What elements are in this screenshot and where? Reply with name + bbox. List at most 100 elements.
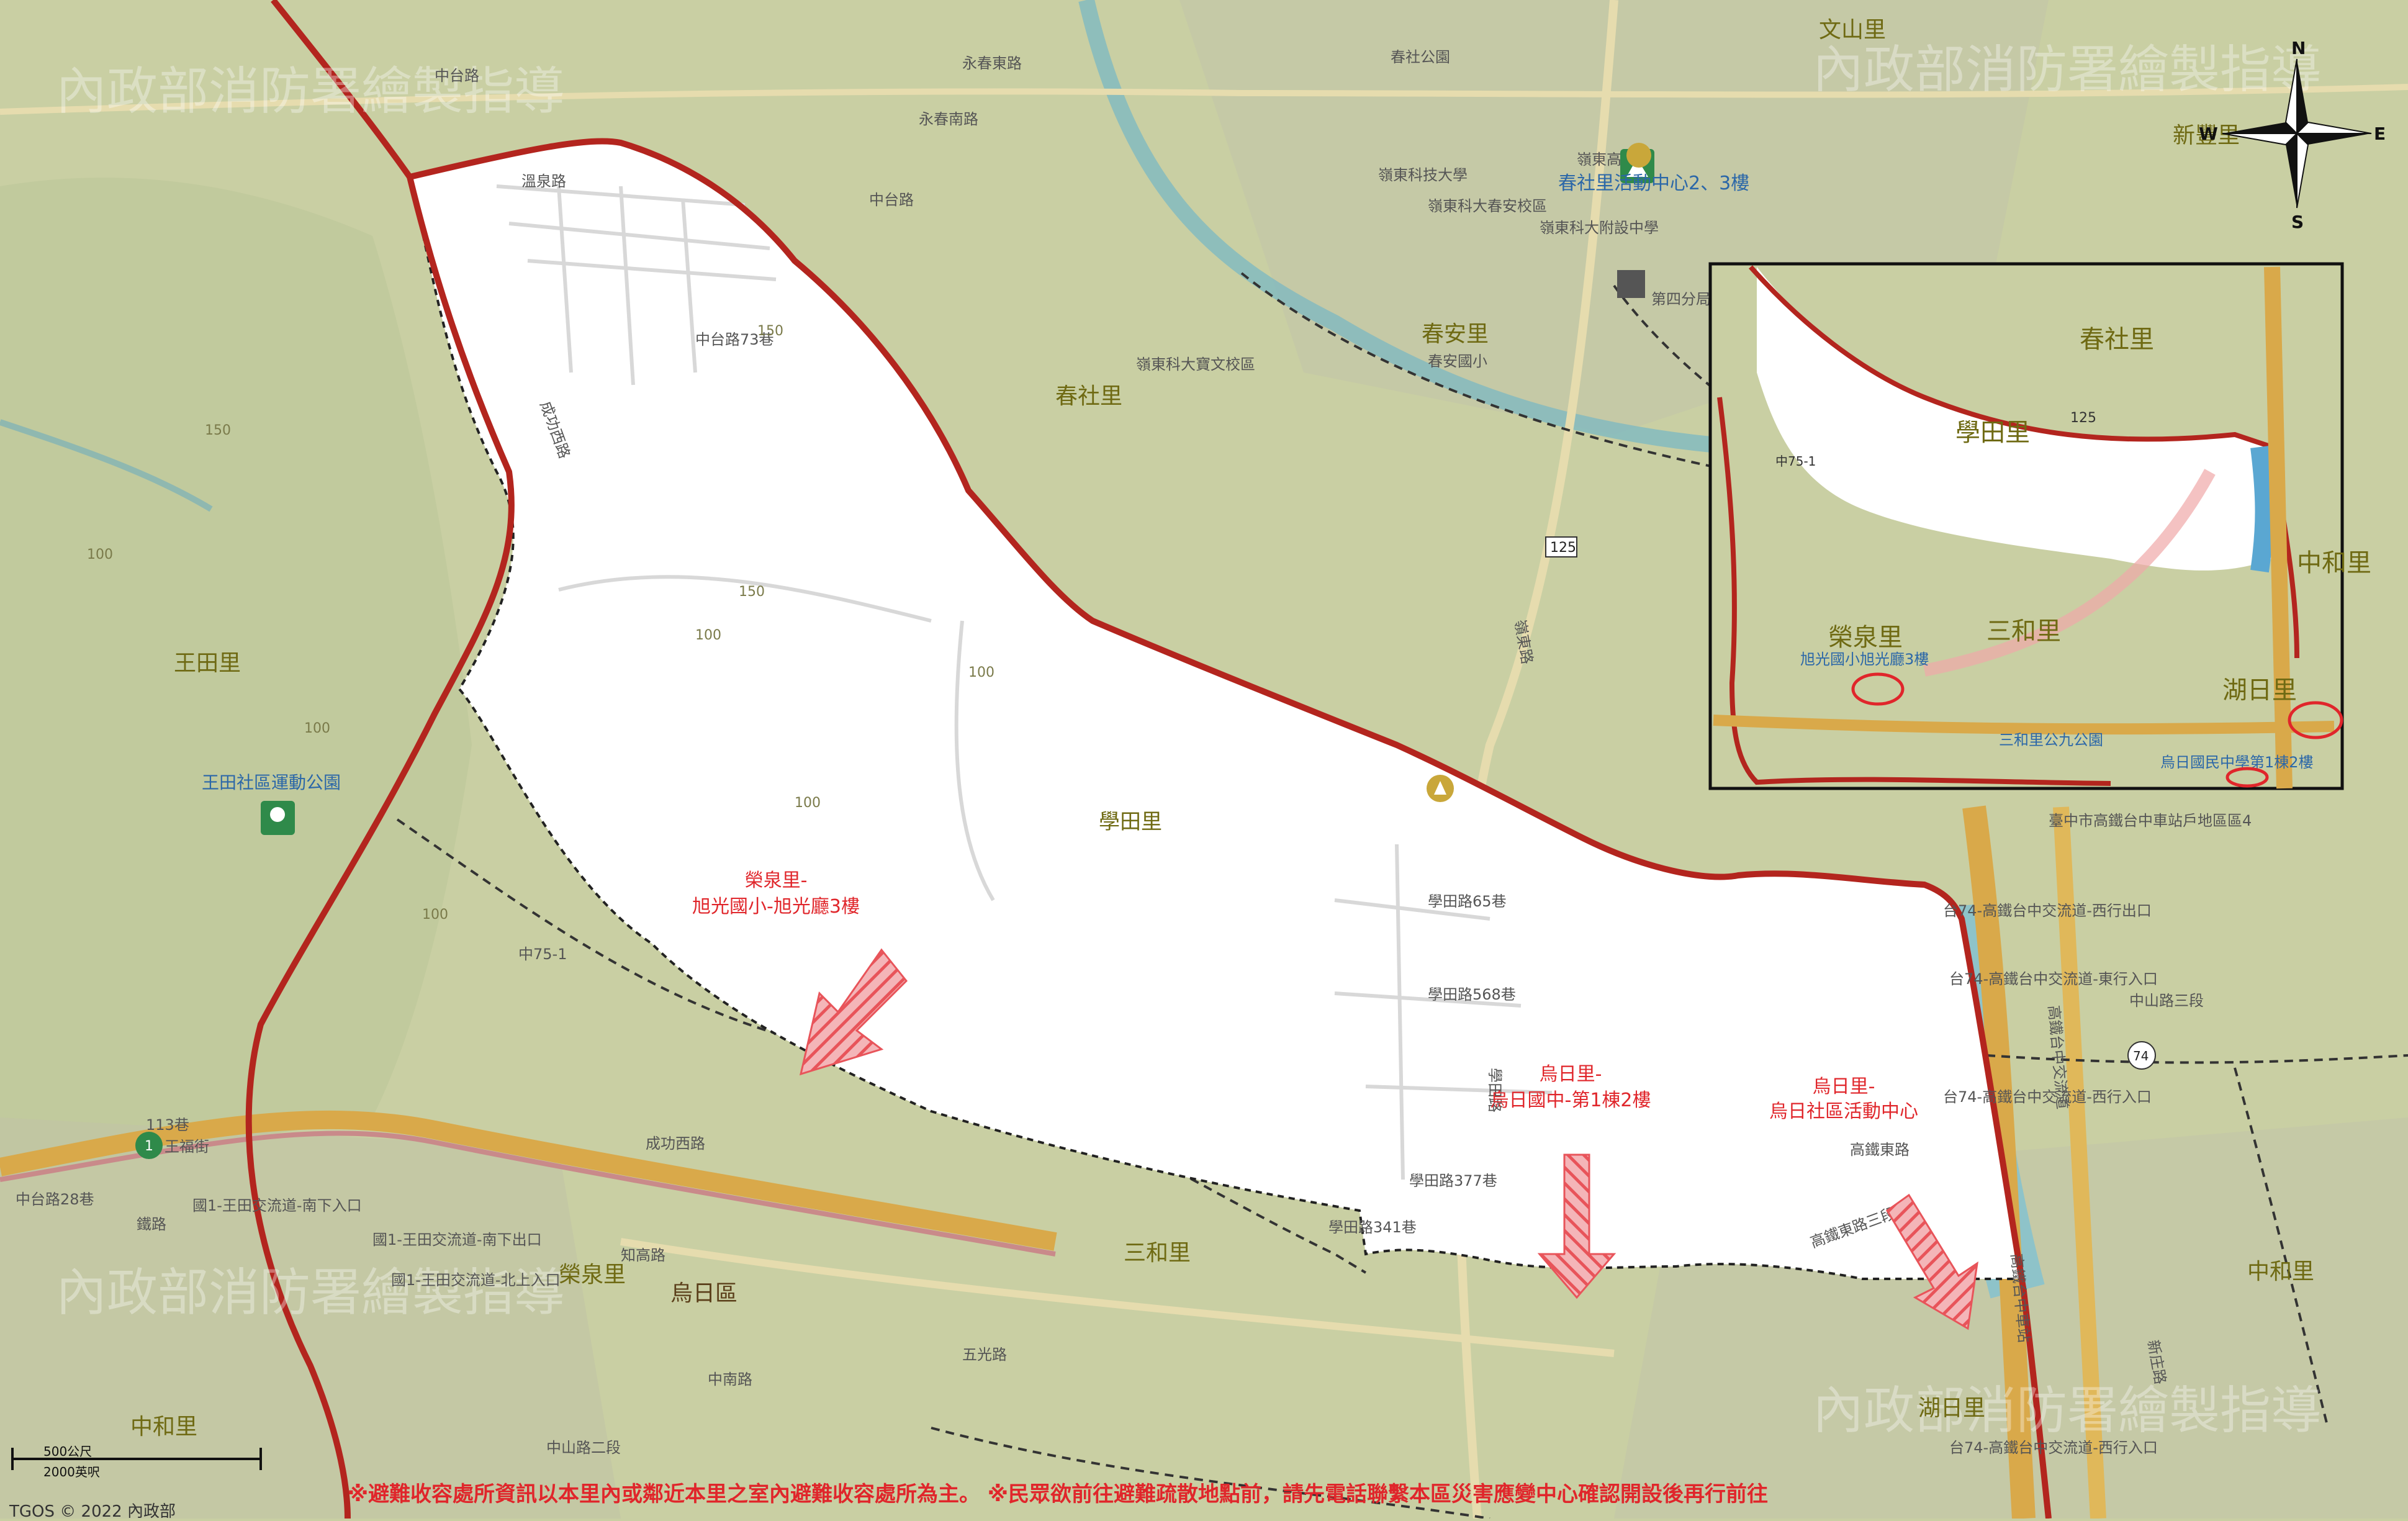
svg-text:烏日里-: 烏日里- <box>1813 1076 1875 1098</box>
road-label: 臺中市高鐵台中車站戶地區區4 <box>2049 812 2252 829</box>
label-district: 烏日區 <box>670 1281 737 1306</box>
label-rongquan: 榮泉里 <box>559 1262 626 1288</box>
inset-label-sanhe: 三和里 <box>1986 617 2061 646</box>
road-label: 嶺東科大寶文校區 <box>1136 356 1255 373</box>
svg-text:E: E <box>2374 124 2386 144</box>
road-label: 嶺東科大春安校區 <box>1428 197 1547 215</box>
route-shield-1: 1 <box>135 1132 163 1159</box>
inset-label-wuri-school: 烏日國民中學第1棟2樓 <box>2160 754 2314 771</box>
inset-road-label: 中75-1 <box>1775 454 1816 469</box>
route-shield-125: 125 <box>1545 536 1577 557</box>
contour-label: 100 <box>695 628 721 643</box>
urban-area <box>0 1117 621 1519</box>
road-label: 台74-高鐵台中交流道-西行入口 <box>1943 1088 2152 1106</box>
inset-shelter-marker <box>2288 701 2343 739</box>
road-label: 成功西路 <box>646 1135 705 1152</box>
road-label: 台74-高鐵台中交流道-西行入口 <box>1949 1439 2158 1456</box>
svg-text:500公尺: 500公尺 <box>43 1444 92 1459</box>
highway <box>0 1110 1057 1251</box>
road-label: 中75-1 <box>518 946 567 963</box>
inset-label-rongquan: 榮泉里 <box>1828 623 1903 652</box>
label-chunshe: 春社里 <box>1055 384 1122 409</box>
label-zhonghe-bottom: 中和里 <box>130 1414 197 1440</box>
road-label: 學田路377巷 <box>1409 1172 1497 1189</box>
contour-label: 100 <box>795 795 821 811</box>
road-label: 國1-王田交流道-南下入口 <box>192 1197 362 1214</box>
inset-boundary <box>1717 397 2111 786</box>
road-label: 永春南路 <box>919 111 978 128</box>
svg-text:烏日社區活動中心: 烏日社區活動中心 <box>1769 1101 1918 1122</box>
route-shield-74: 74 <box>2127 1041 2156 1070</box>
road-label: 學田路341巷 <box>1328 1219 1417 1236</box>
road-label: 鐵路 <box>137 1216 166 1233</box>
svg-text:烏日里-: 烏日里- <box>1540 1063 1602 1085</box>
road-label: 溫泉路 <box>521 173 566 190</box>
watermark-top: 內政部消防署繪製指導 <box>56 62 565 121</box>
road-label: 嶺東科技大學 <box>1378 166 1468 184</box>
road-label: 王田社區運動公園 <box>202 772 341 793</box>
road-label: 國1-王田交流道-北上入口 <box>391 1271 561 1289</box>
road-label: 中台路73巷 <box>695 331 774 348</box>
contour-label: 100 <box>422 907 448 923</box>
road-label: 高鐵東路 <box>1850 1141 1910 1158</box>
inset-river <box>2250 446 2274 573</box>
park-icon <box>261 801 295 835</box>
inset-map[interactable]: 春社里 學田里 榮泉里 三和里 湖日里 中和里 旭光國小旭光廳3樓 三和里公九公… <box>1708 262 2371 790</box>
local-road <box>620 1238 1615 1357</box>
road-label: 王福街 <box>165 1138 209 1155</box>
watermark-top-right: 內政部消防署繪製指導 <box>1813 40 2322 99</box>
road-label: 中山路三段 <box>2129 992 2204 1009</box>
shelter-arrow <box>799 948 908 1076</box>
inset-road <box>1923 469 2216 677</box>
highway <box>2053 806 2106 1519</box>
label-wenshan: 文山里 <box>1819 17 1886 43</box>
svg-text:S: S <box>2291 212 2304 232</box>
contour-label: 150 <box>205 423 231 438</box>
inset-road <box>1713 715 2335 735</box>
police-icon <box>1617 270 1645 298</box>
street-grid <box>496 184 1553 1180</box>
road-label: 學田路568巷 <box>1428 986 1516 1003</box>
road-label: 知高路 <box>621 1247 665 1264</box>
inset-label-xuetian: 學田里 <box>1955 418 2030 447</box>
svg-text:1: 1 <box>145 1139 153 1154</box>
svg-text:旭光國小-旭光廳3樓: 旭光國小-旭光廳3樓 <box>692 896 860 918</box>
svg-text:N: N <box>2291 38 2306 58</box>
label-wangtian: 王田里 <box>174 651 241 676</box>
road-label: 五光路 <box>962 1346 1007 1363</box>
inset-route: 125 <box>2070 410 2096 426</box>
compass-icon: N S E W <box>2199 38 2386 232</box>
road-label: 台74-高鐵台中交流道-西行出口 <box>1943 902 2152 919</box>
label-xinfeng: 新豐里 <box>2173 123 2240 148</box>
road-label: 春社公園 <box>1391 48 1450 66</box>
svg-text:榮泉里-: 榮泉里- <box>745 870 808 891</box>
contour-label: 100 <box>87 547 113 562</box>
svg-text:烏日國中-第1棟2樓: 烏日國中-第1棟2樓 <box>1490 1090 1651 1111</box>
school-icon <box>1626 143 1651 168</box>
inset-label-hu-ri: 湖日里 <box>2222 676 2297 705</box>
road-label: 中台路28巷 <box>16 1191 94 1208</box>
inset-boundary <box>1749 265 2299 659</box>
inset-label-sanhe-park: 三和里公九公園 <box>1999 731 2103 749</box>
road-label: 學田路65巷 <box>1428 893 1507 910</box>
shelter-1: 榮泉里- 旭光國小-旭光廳3樓 <box>692 870 908 1076</box>
contour-label: 150 <box>757 323 783 339</box>
district-boundary <box>271 0 2052 1519</box>
local-road <box>0 84 2408 115</box>
inset-label-chunshe: 春社里 <box>2080 325 2154 354</box>
road-label: 中台路 <box>435 67 479 84</box>
contour-label: 100 <box>968 665 994 680</box>
highway <box>0 1131 1056 1257</box>
hill-shade <box>0 178 472 1180</box>
svg-text:125: 125 <box>1550 540 1576 556</box>
label-hu-ri: 湖日里 <box>1918 1396 1985 1421</box>
road-label: 台74-高鐵台中交流道-東行入口 <box>1949 970 2158 988</box>
inset-shelter-marker <box>2225 767 2269 788</box>
contour-label: 100 <box>304 721 330 736</box>
watermark-bottom: 內政部消防署繪製指導 <box>56 1263 565 1322</box>
district-boundary-west <box>245 176 515 1519</box>
copyright: TGOS © 2022 內政部 <box>9 1502 176 1519</box>
svg-text:W: W <box>2199 124 2218 144</box>
road-label: 國1-王田交流道-南下出口 <box>372 1231 542 1248</box>
